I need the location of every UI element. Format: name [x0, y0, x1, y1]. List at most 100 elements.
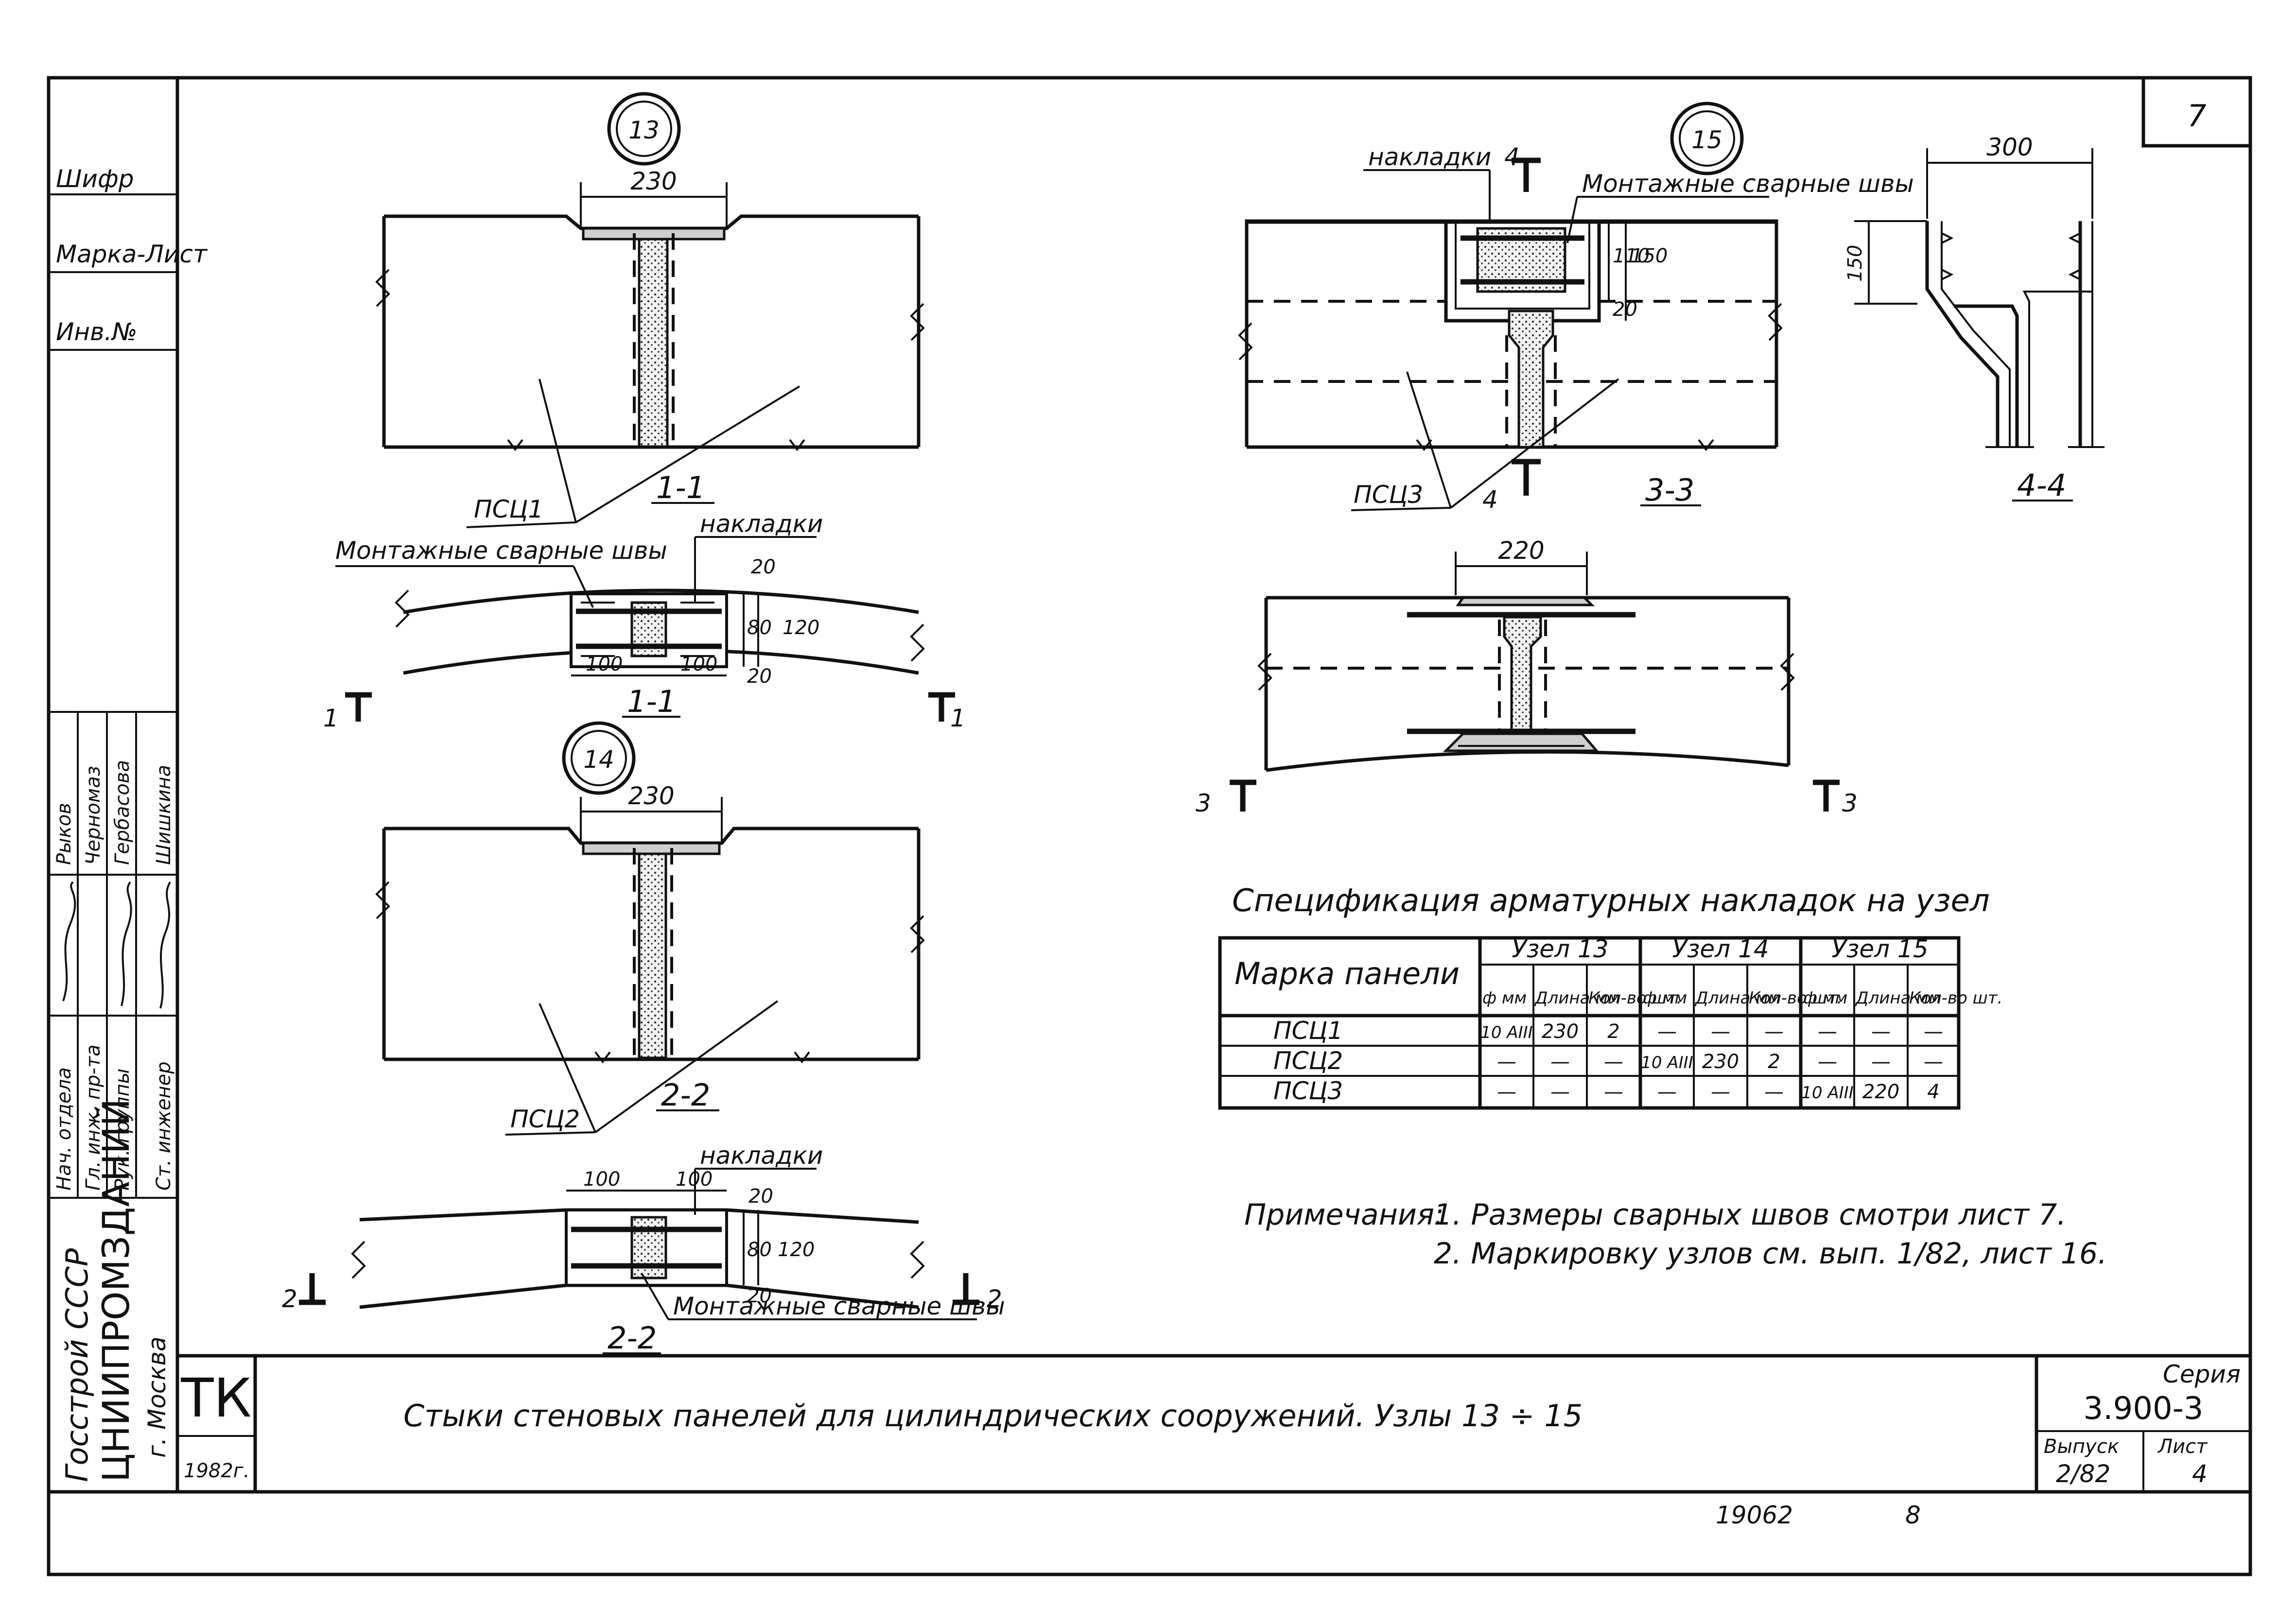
spec-r2-c5: 230 [1702, 1051, 1739, 1073]
d15b-cut-left: 3 [1196, 789, 1211, 817]
year: 1982г. [184, 1460, 250, 1482]
d15b-cut-right: 3 [1842, 789, 1858, 817]
tk-mark: ТК [180, 1367, 251, 1429]
d14b-dim-20b: 20 [747, 1285, 772, 1307]
note-1: 1. Размеры сварных швов смотри лист 7. [1434, 1198, 2066, 1232]
d14b-dim-80: 80 [747, 1239, 772, 1261]
spec-group-15: Узел 15 [1831, 935, 1928, 963]
spec-r3-c4: — [1657, 1081, 1677, 1103]
spec-r3-c8: 220 [1862, 1081, 1899, 1103]
spec-r3-c3: — [1604, 1081, 1623, 1103]
staff-role-4: Ст. инженер [153, 1061, 175, 1191]
d13b-dim-80: 80 [747, 617, 772, 639]
note-2: 2. Маркировку узлов см. вып. 1/82, лист … [1434, 1237, 2107, 1271]
d13-panel: ПСЦ1 [474, 495, 543, 523]
spec-r2-c2: — [1550, 1051, 1570, 1073]
d14b-welds: Монтажные сварные швы [673, 1292, 1005, 1320]
notes-label: Примечания: [1244, 1198, 1444, 1232]
org-line3: г. Москва [143, 1336, 171, 1458]
d14b-cut-left: 2 [282, 1285, 297, 1313]
spec-r3-c9: 4 [1927, 1081, 1939, 1103]
spec-sub-len-14: Длина мм [1694, 988, 1781, 1008]
spec-r1-c1: 10 AIII [1480, 1023, 1532, 1042]
d13b-cut-left: 1 [323, 704, 339, 732]
spec-group-14: Узел 14 [1672, 935, 1769, 963]
d15b-width: 220 [1498, 536, 1544, 565]
d14-width: 230 [628, 782, 674, 810]
sheet-number-box: 7 [2141, 76, 2252, 148]
d14b-plates: накладки [700, 1141, 823, 1170]
d14-panel: ПСЦ2 [510, 1105, 580, 1133]
d13b-welds: Монтажные сварные швы [335, 536, 667, 565]
d14-section: 2-2 [661, 1077, 710, 1113]
spec-r2-c4: 10 AIII [1641, 1053, 1693, 1072]
left-stamp: Шифр Марка-Лист Инв.№ Нач. отдела Гл. ин… [48, 165, 208, 1482]
spec-header-mark: Марка панели [1235, 956, 1460, 991]
issue-label: Выпуск [2044, 1435, 2119, 1458]
spec-row-1-mark: ПСЦ1 [1273, 1017, 1343, 1045]
stamp-inv: Инв.№ [56, 318, 137, 346]
org-line1: Госстрой СССР [59, 1248, 95, 1482]
d15-dim-20: 20 [1613, 298, 1637, 321]
spec-sub-d-14: ф мм [1643, 988, 1687, 1008]
staff-role-2: Гл. инж. пр-та [82, 1044, 104, 1191]
spec-sub-d-13: ф мм [1482, 988, 1527, 1008]
spec-r2-c3: — [1604, 1051, 1623, 1073]
spec-title: Спецификация арматурных накладок на узел [1232, 883, 1990, 919]
d13b-dim-20a: 20 [751, 556, 776, 578]
d15-dim-150: 150 [1631, 245, 1668, 267]
spec-r1-c5: — [1711, 1020, 1730, 1043]
staff-name-4: Шишкина [153, 765, 175, 865]
node-14-label: 14 [583, 745, 614, 774]
spec-r1-c8: — [1871, 1020, 1891, 1043]
node-15-plan: 220 3 3 [1196, 536, 1858, 817]
staff-role-1: Нач. отдела [53, 1067, 75, 1191]
spec-sub-len-15: Длина мм [1855, 988, 1941, 1008]
d44-section: 4-4 [2017, 467, 2066, 503]
node-14-section: 100 100 20 80 120 20 накладки Монтажные … [282, 1141, 1005, 1356]
footer-right: 8 [1905, 1501, 1921, 1529]
sheet-frame [47, 76, 2252, 1576]
footer-left: 19062 [1716, 1501, 1793, 1529]
node-13-elevation: 13 230 ПСЦ1 1-1 [375, 92, 925, 528]
d15-cut4-top: 4 [1504, 143, 1520, 171]
spec-r1-c2: 230 [1542, 1020, 1579, 1043]
d13b-dim-100b: 100 [680, 653, 717, 675]
spec-sub-qty-14: Кол-во шт. [1749, 988, 1842, 1008]
node-13-label: 13 [628, 116, 660, 144]
spec-r2-c8: — [1871, 1051, 1891, 1073]
spec-r3-c7: 10 AIII [1801, 1083, 1853, 1103]
spec-row-3-mark: ПСЦ3 [1273, 1077, 1343, 1105]
staff-role-3: Рук. группы [111, 1069, 134, 1191]
d15-welds: Монтажные сварные швы [1582, 170, 1914, 198]
spec-r1-c7: — [1818, 1020, 1837, 1043]
d15-panel: ПСЦ3 [1354, 481, 1423, 509]
sheet-number: 7 [2187, 98, 2206, 134]
title-block: ТК 1982г. Стыки стеновых панелей для цил… [177, 1356, 2250, 1492]
d13-section: 1-1 [656, 470, 705, 505]
spec-sub-d-15: ф мм [1803, 988, 1847, 1008]
d14b-dim-100a: 100 [583, 1168, 620, 1191]
spec-r3-c6: — [1764, 1081, 1784, 1103]
spec-row-2-mark: ПСЦ2 [1273, 1047, 1343, 1075]
spec-r1-c9: — [1924, 1020, 1943, 1043]
node-15-elevation: 15 накладки 4 Монтажные сварные швы 110 [1238, 102, 1914, 514]
d14b-dim-120: 120 [778, 1239, 815, 1261]
d44-width: 300 [1986, 133, 2033, 161]
series-label: Серия [2163, 1360, 2241, 1388]
spec-table: Спецификация арматурных накладок на узел… [1218, 883, 2002, 1110]
spec-r3-c5: — [1711, 1081, 1730, 1103]
spec-r3-c1: — [1497, 1081, 1516, 1103]
d15-plates: накладки [1368, 143, 1491, 171]
spec-r1-c4: — [1657, 1020, 1677, 1043]
series-value: 3.900-3 [2083, 1391, 2203, 1427]
spec-r2-c1: — [1497, 1051, 1516, 1073]
d14b-caption: 2-2 [608, 1320, 657, 1356]
d13b-plates: накладки [700, 510, 823, 538]
d15-section: 3-3 [1645, 472, 1694, 508]
notes: Примечания: 1. Размеры сварных швов смот… [1244, 1198, 2107, 1271]
d13b-cut-right: 1 [950, 704, 966, 732]
d14b-dim-20a: 20 [748, 1185, 773, 1208]
staff-name-2: Черномаз [82, 766, 104, 865]
stamp-mark-sheet: Марка-Лист [56, 240, 208, 268]
